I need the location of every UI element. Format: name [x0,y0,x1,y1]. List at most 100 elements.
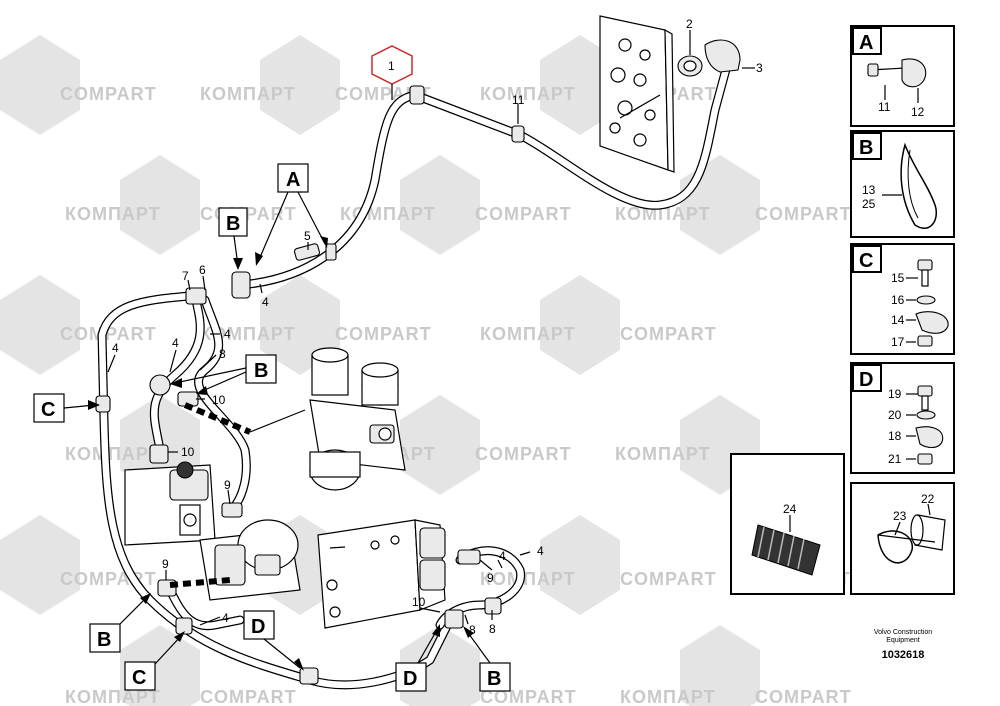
svg-text:A: A [286,169,300,191]
watermark-kompart: КОМПАРТ [65,687,161,706]
detail-panel-a[interactable]: A 11 12 [850,25,955,127]
watermark-compart: COMPART [620,569,717,589]
item-number[interactable]: 4 [224,327,231,341]
watermark-kompart: КОМПАРТ [65,204,161,224]
panel-item-number: 16 [891,293,905,307]
watermark-compart: COMPART [335,324,432,344]
watermark-compart: COMPART [475,204,572,224]
detail-panel-b[interactable]: B 13 25 [850,130,955,238]
svg-text:B: B [487,668,501,690]
item-number[interactable]: 11 [512,93,525,107]
item-number[interactable]: 8 [489,622,496,636]
watermark-compart: COMPART [620,324,717,344]
leader-lines [107,30,755,626]
svg-text:B: B [859,137,873,159]
item-number[interactable]: 4 [537,544,544,558]
control-valve-right [317,519,446,629]
panel-item-number: 20 [888,408,902,422]
callout-boxes: A B B C [33,163,511,692]
footer-company-line2: Equipment [886,637,920,644]
item-number[interactable]: 4 [172,336,179,350]
watermark-compart: COMPART [480,687,577,706]
svg-text:B: B [97,629,111,651]
callout-d-bottom[interactable]: D [395,624,440,692]
detail-panel-c[interactable]: C 15 16 14 17 [850,243,955,355]
watermark-kompart: КОМПАРТ [200,84,296,104]
panel-item-number: 11 [878,100,891,114]
watermark-compart: COMPART [475,444,572,464]
item-number[interactable]: 2 [686,17,693,31]
callout-c-left[interactable]: C [33,393,100,423]
mounting-bracket [599,15,675,173]
item-number[interactable]: 4 [499,549,506,563]
watermark-kompart: КОМПАРТ [615,204,711,224]
hose-assembly [95,39,741,690]
item-number[interactable]: 9 [162,557,169,571]
callout-b-bottom-right[interactable]: B [463,626,511,692]
panel-item-number: 19 [888,387,902,401]
watermark-compart: COMPART [60,324,157,344]
watermark-kompart: КОМПАРТ [200,324,296,344]
panel-item-number: 12 [911,105,925,119]
item-numbers: 2 3 11 5 7 6 4 4 4 4 8 10 10 9 9 4 4 4 9… [112,17,763,637]
svg-text:D: D [403,668,417,690]
panel-item-number: 17 [891,335,905,349]
detail-panel-d[interactable]: D 19 20 18 21 [850,362,955,474]
bellows-part [751,524,821,576]
watermark-kompart: КОМПАРТ [480,324,576,344]
panel-item-number: 21 [888,452,902,466]
detail-panel-22-23[interactable]: 22 23 [850,482,955,595]
item-1-highlight[interactable]: 1 [371,45,413,100]
panel-item-number: 18 [888,429,902,443]
routing-dashes [169,402,306,588]
svg-text:A: A [859,32,873,54]
item-number[interactable]: 5 [304,229,311,243]
watermark-kompart: КОМПАРТ [615,444,711,464]
panel-item-number: 22 [921,492,935,506]
item-number[interactable]: 9 [224,478,231,492]
watermark-compart: COMPART [755,204,852,224]
panel-item-number: 15 [891,271,905,285]
accumulator-block [309,347,406,491]
callout-b-middle[interactable]: B [170,354,277,395]
item-number[interactable]: 8 [469,623,476,637]
item-number[interactable]: 4 [222,611,229,625]
svg-text:D: D [251,616,265,638]
watermark-kompart: КОМПАРТ [480,84,576,104]
detail-panel-24[interactable]: 24 [730,453,845,595]
callout-a[interactable]: A [255,163,328,266]
item-number[interactable]: 6 [199,263,206,277]
item-number[interactable]: 8 [219,347,226,361]
watermark-kompart: КОМПАРТ [480,569,576,589]
item-number[interactable]: 10 [181,445,195,459]
item-number: 1 [388,59,395,73]
item-number[interactable]: 4 [262,295,269,309]
item-number[interactable]: 10 [212,393,226,407]
item-number[interactable]: 3 [756,61,763,75]
item-number[interactable]: 7 [182,269,189,283]
svg-text:D: D [859,369,873,391]
panel-item-number: 14 [891,313,905,327]
panel-item-number: 24 [783,502,797,516]
watermark-kompart: КОМПАРТ [620,687,716,706]
watermark-compart: COMPART [755,687,852,706]
svg-text:C: C [859,250,873,272]
footer-company: Volvo Construction [874,629,932,636]
item-number[interactable]: 10 [412,595,426,609]
panel-item-number: 23 [893,509,907,523]
watermark-kompart: КОМПАРТ [65,444,161,464]
drawing-number: 1032618 [882,649,925,661]
panel-item-number: 13 [862,183,876,197]
callout-c-bottom[interactable]: C [124,631,185,691]
svg-text:C: C [132,667,146,689]
svg-text:C: C [41,399,55,421]
callout-d-left[interactable]: D [243,610,304,671]
item-number[interactable]: 4 [112,341,119,355]
callout-b-top[interactable]: B [218,207,248,270]
item-number[interactable]: 9 [487,571,494,585]
callout-b-bottom-left[interactable]: B [89,593,151,653]
footer: Volvo Construction Equipment 1032618 [874,629,932,661]
watermark-compart: COMPART [200,687,297,706]
svg-text:B: B [254,360,268,382]
